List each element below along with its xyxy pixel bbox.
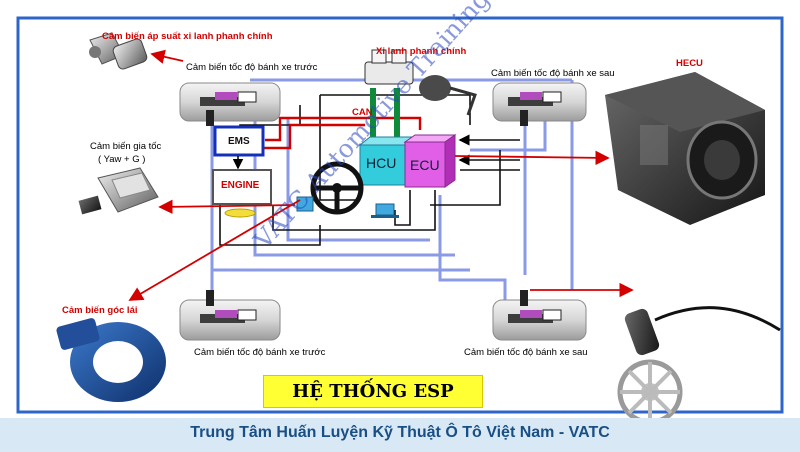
ecu-box <box>404 141 446 188</box>
yaw-sensor-small-icon <box>371 203 399 218</box>
engine-box <box>212 169 272 205</box>
hecu-label: HECU <box>676 58 703 69</box>
signal-arrows <box>128 49 634 301</box>
footer-text: Trung Tâm Huấn Luyện Kỹ Thuật Ô Tô Việt … <box>190 424 610 441</box>
wheel-speed-sensor-icon <box>617 306 781 425</box>
steering-angle-box <box>296 196 314 212</box>
can-label: CAN <box>352 107 373 118</box>
control-wiring <box>219 94 520 246</box>
steering-wheel-icon <box>310 161 364 215</box>
front-speed-sensor-bottom-label: Cảm biến tốc độ bánh xe trước <box>194 347 326 358</box>
hcu-ecu-block <box>358 134 457 188</box>
hcu-label: HCU <box>366 155 397 171</box>
master-cylinder-icon <box>364 49 477 138</box>
wheel-front-left <box>179 82 281 126</box>
wheel-rear-right <box>492 290 587 341</box>
accelerometer-icon <box>78 167 159 215</box>
engine-label: ENGINE <box>221 180 260 191</box>
diagram-title: HỆ THỐNG ESP <box>263 375 483 408</box>
master-cylinder-label: Xi lanh phanh chính <box>376 46 467 57</box>
steering-angle-sensor-label: Cảm biến góc lái <box>62 305 138 316</box>
front-speed-sensor-top-label: Cảm biến tốc độ bánh xe trước <box>186 62 318 73</box>
wheel-rear-left <box>492 82 587 126</box>
accel-sensor-sublabel: ( Yaw + G ) <box>98 154 146 165</box>
outer-frame <box>16 16 784 414</box>
pressure-sensor-label: Cảm biến áp suất xi lanh phanh chính <box>102 31 273 42</box>
wheel-front-right <box>179 290 281 341</box>
ecu-label: ECU <box>410 157 440 173</box>
engine-sensor-shape <box>224 208 256 218</box>
rear-speed-sensor-top-label: Cảm biến tốc độ bánh xe sau <box>491 68 615 79</box>
pressure-sensor-icon <box>89 32 148 70</box>
accel-sensor-label: Cảm biến gia tốc <box>90 141 162 152</box>
hecu-module-icon <box>605 72 765 225</box>
rear-speed-sensor-bottom-label: Cảm biến tốc độ bánh xe sau <box>464 347 588 358</box>
steering-angle-sensor-icon <box>56 318 166 402</box>
footer-bar: Trung Tâm Huấn Luyện Kỹ Thuật Ô Tô Việt … <box>0 418 800 452</box>
ems-label: EMS <box>228 136 250 147</box>
hcu-box <box>359 144 411 186</box>
ems-box <box>213 125 265 157</box>
